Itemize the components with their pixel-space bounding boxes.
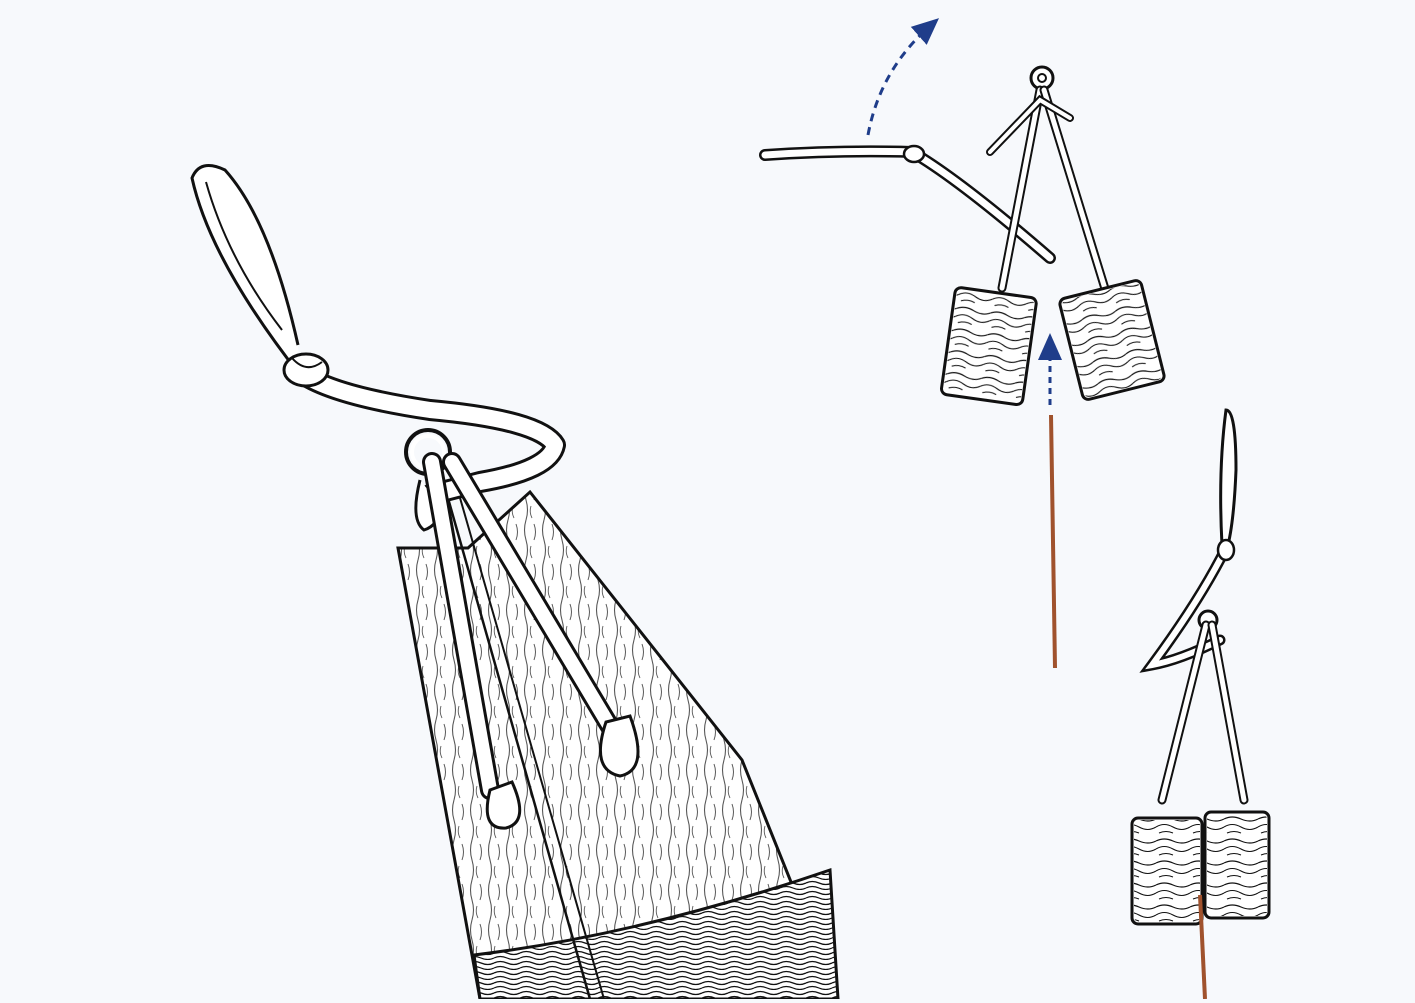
large-view-panel (192, 166, 838, 1000)
pin-open (1051, 415, 1055, 668)
rope-large (284, 354, 555, 530)
closed-state-panel (1132, 410, 1269, 999)
block-left-closed (1132, 818, 1202, 924)
lift-arrow (868, 26, 930, 135)
rope-loop-large (192, 166, 300, 376)
block-right-closed (1205, 812, 1269, 918)
block-right-open (1059, 279, 1166, 400)
block-left-open (941, 287, 1037, 405)
open-state-panel (765, 26, 1165, 668)
